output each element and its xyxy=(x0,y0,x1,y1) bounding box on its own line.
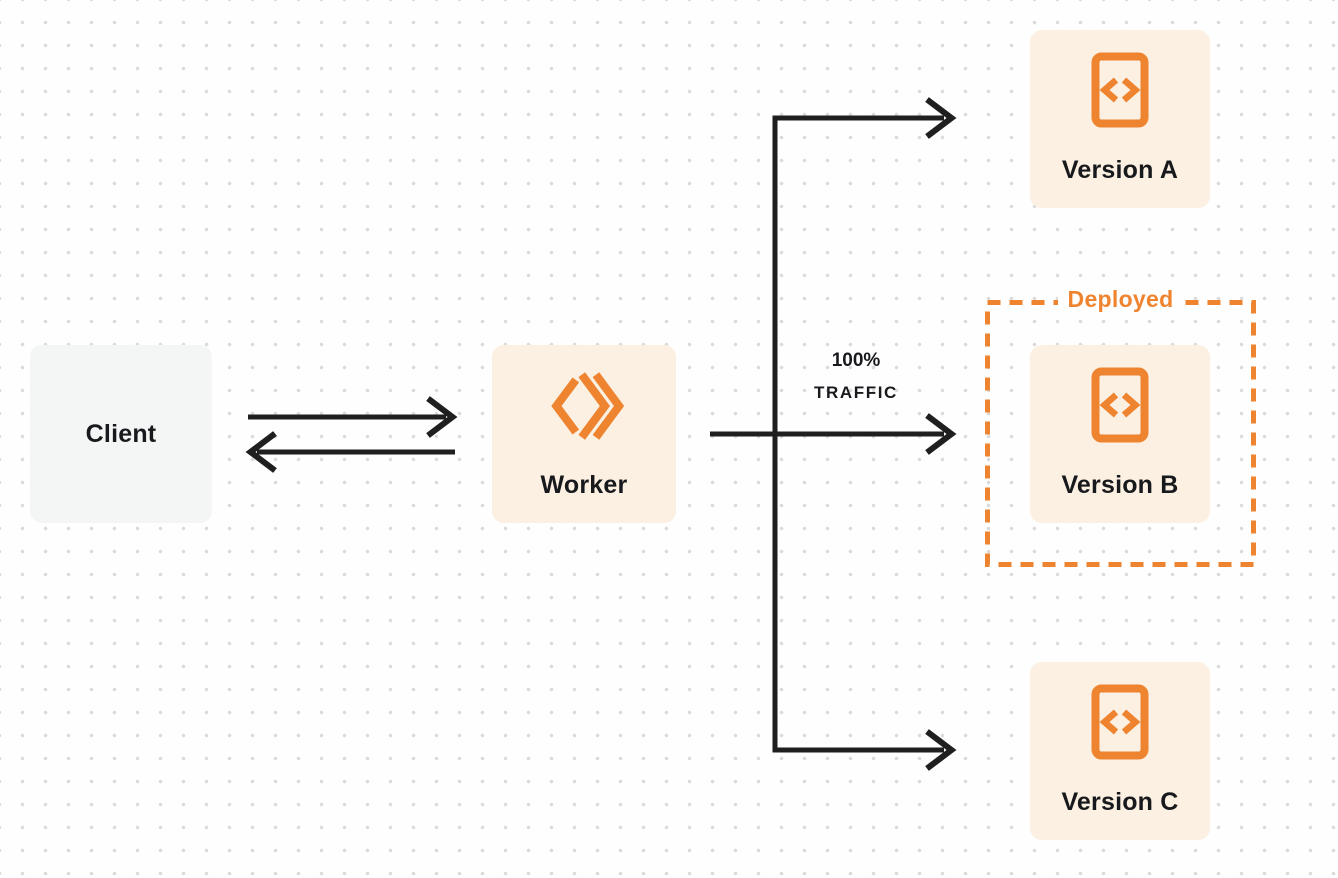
node-client-label: Client xyxy=(85,419,157,448)
edge-worker-to-version-c xyxy=(772,729,957,771)
traffic-word-text: TRAFFIC xyxy=(814,383,898,402)
edge-worker-to-client xyxy=(245,431,455,473)
node-version-b-label: Version B xyxy=(1061,471,1179,499)
cloudflare-workers-icon xyxy=(543,363,625,449)
code-file-icon xyxy=(1091,684,1149,760)
node-version-c: Version C xyxy=(1030,662,1210,840)
node-client: Client xyxy=(30,345,212,523)
edge-worker-to-version-b xyxy=(710,413,957,455)
traffic-percentage-label: 100% TRAFFIC xyxy=(780,350,932,403)
node-version-c-label: Version C xyxy=(1061,788,1179,816)
node-version-a: Version A xyxy=(1030,30,1210,208)
edge-client-to-worker xyxy=(248,396,458,438)
code-file-icon xyxy=(1091,367,1149,443)
node-version-a-label: Version A xyxy=(1061,156,1179,184)
code-file-icon xyxy=(1091,52,1149,128)
deployed-group-label: Deployed xyxy=(1057,285,1184,313)
node-worker: Worker xyxy=(492,345,676,523)
node-worker-label: Worker xyxy=(540,471,628,499)
edge-worker-to-version-a xyxy=(772,97,957,139)
node-version-b: Version B xyxy=(1030,345,1210,523)
traffic-percent-text: 100% xyxy=(831,350,881,371)
